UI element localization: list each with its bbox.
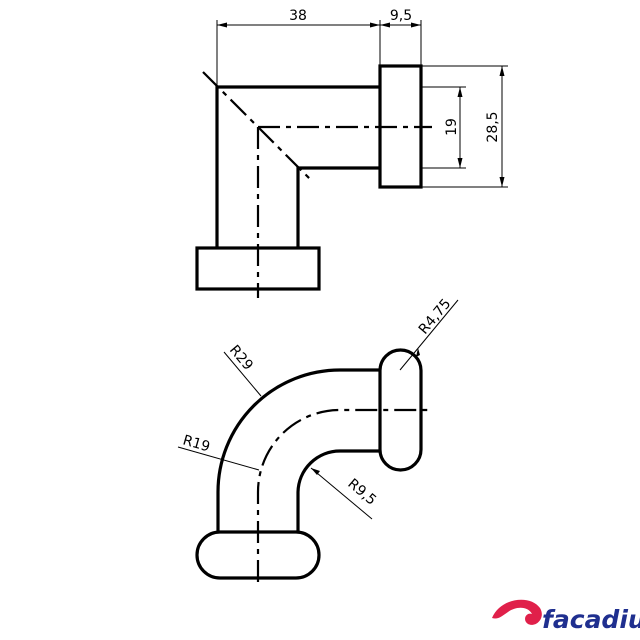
dimension-9-5: 9,5 bbox=[380, 8, 422, 66]
miter-line bbox=[202, 71, 314, 183]
svg-text:28,5: 28,5 bbox=[485, 111, 501, 142]
dimension-19: 19 bbox=[421, 86, 466, 169]
bottom-view: R29 R19 R9,5 R4,75 bbox=[177, 296, 459, 582]
inner-contour bbox=[296, 166, 380, 248]
radius-r29: R29 bbox=[223, 342, 262, 397]
svg-text:facadium: facadium bbox=[542, 605, 640, 634]
right-flange-rounded bbox=[378, 348, 423, 472]
facadium-logo: facadium bbox=[492, 599, 640, 634]
radius-r19: R19 bbox=[177, 432, 260, 471]
outer-bend bbox=[216, 368, 380, 532]
svg-text:R9,5: R9,5 bbox=[344, 476, 379, 509]
radius-r9-5: R9,5 bbox=[310, 467, 379, 520]
dimension-28-5: 28,5 bbox=[421, 65, 508, 188]
svg-text:38: 38 bbox=[289, 8, 307, 24]
radius-r4-75: R4,75 bbox=[399, 296, 459, 371]
svg-text:19: 19 bbox=[444, 118, 460, 136]
top-view: 38 9,5 19 28,5 bbox=[195, 8, 508, 298]
inner-bend bbox=[296, 449, 380, 532]
bend-centerline bbox=[256, 408, 432, 582]
swirl-icon bbox=[492, 599, 542, 625]
svg-text:R29: R29 bbox=[226, 342, 256, 373]
svg-text:R19: R19 bbox=[181, 432, 212, 455]
svg-text:R4,75: R4,75 bbox=[416, 296, 455, 338]
svg-text:9,5: 9,5 bbox=[390, 8, 412, 24]
dimension-38: 38 bbox=[216, 8, 381, 87]
